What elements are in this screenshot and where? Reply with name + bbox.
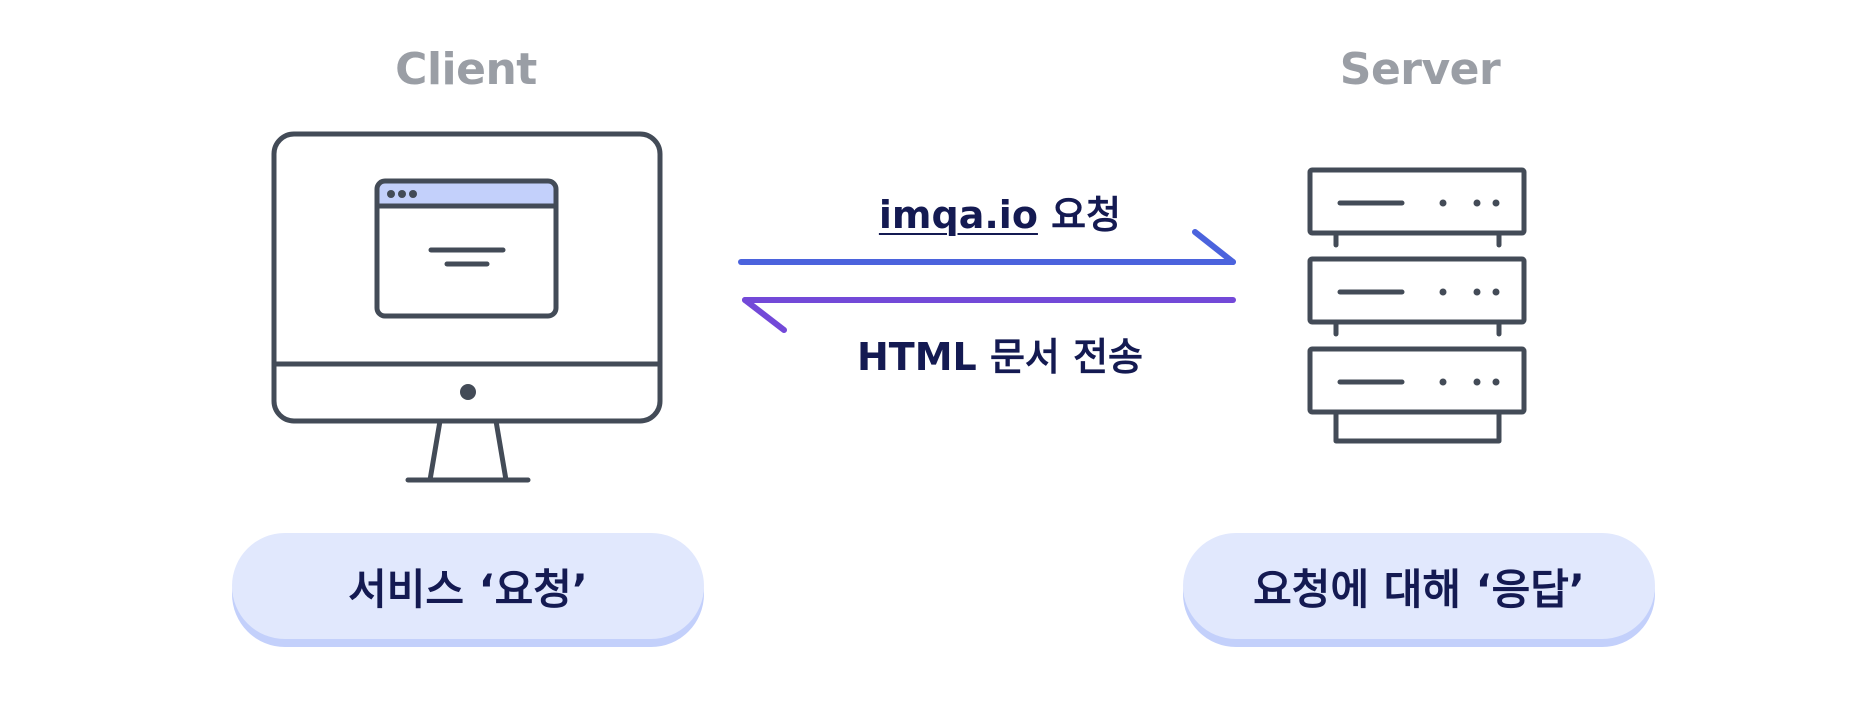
server-unit-middle xyxy=(1307,256,1527,325)
server-title: Server xyxy=(1339,44,1501,95)
browser-dot-1 xyxy=(387,190,395,198)
response-arrow-barb xyxy=(742,297,787,333)
browser-window-icon xyxy=(374,178,559,319)
server-unit-top-light-1 xyxy=(1439,199,1447,207)
request-suffix-text: 요청 xyxy=(1037,193,1122,237)
server-unit-top-light-2 xyxy=(1473,199,1481,207)
server-unit-bottom-light-2 xyxy=(1473,378,1481,386)
desktop-computer-icon xyxy=(271,131,663,483)
server-unit-bottom-light-1 xyxy=(1439,378,1447,386)
server-unit-top-frame xyxy=(1307,167,1527,236)
browser-dot-2 xyxy=(398,190,406,198)
browser-frame xyxy=(374,178,559,319)
response-label: HTML 문서 전송 xyxy=(856,335,1144,379)
server-unit-bottom xyxy=(1307,346,1527,415)
monitor-frame xyxy=(271,131,663,424)
response-arrow xyxy=(742,297,1236,333)
server-unit-middle-light-1 xyxy=(1439,288,1447,296)
client-title: Client xyxy=(395,44,537,95)
client-action-badge: 서비스 ‘요청’ xyxy=(232,533,704,639)
server-unit-middle-light-3 xyxy=(1492,288,1500,296)
server-base xyxy=(1333,409,1502,444)
server-unit-bottom-light-3 xyxy=(1492,378,1500,386)
server-unit-top-light-3 xyxy=(1492,199,1500,207)
server-action-badge: 요청에 대해 ‘응답’ xyxy=(1183,533,1655,639)
monitor-stand-left xyxy=(427,418,443,483)
server-unit-middle-light-2 xyxy=(1473,288,1481,296)
server-unit-top xyxy=(1307,167,1527,236)
request-label: imqa.io 요청 xyxy=(820,184,1180,239)
server-unit-middle-frame xyxy=(1307,256,1527,325)
server-rack-icon xyxy=(1307,167,1527,444)
monitor-stand-right xyxy=(493,418,509,483)
request-arrow-barb xyxy=(1192,229,1236,265)
request-arrow xyxy=(738,229,1236,265)
browser-dot-3 xyxy=(409,190,417,198)
request-link-text: imqa.io xyxy=(878,193,1038,237)
monitor-power-dot xyxy=(460,384,476,400)
browser-titlebar xyxy=(377,181,556,206)
